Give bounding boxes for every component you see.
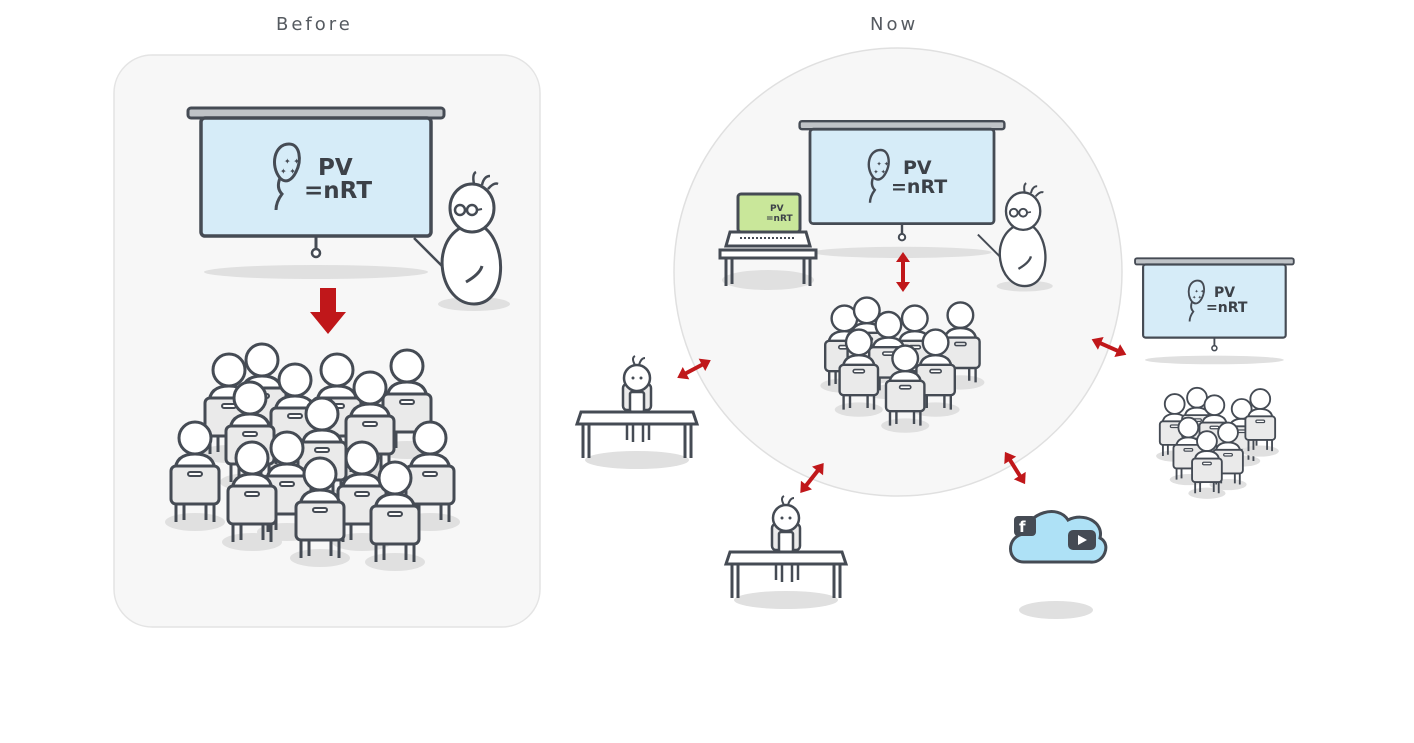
screen-text-before: PV =nRT xyxy=(304,155,372,204)
equation-line2: =nRT xyxy=(304,178,372,204)
facebook-icon: f xyxy=(1014,516,1036,536)
equation-line1: PV xyxy=(1214,285,1235,301)
equation-line1: PV xyxy=(318,155,353,181)
equation-line2: =nRT xyxy=(766,214,793,224)
youtube-icon xyxy=(1068,530,1096,550)
svg-text:f: f xyxy=(1019,518,1026,536)
equation-line2: =nRT xyxy=(891,176,947,198)
remote-learner-bottom xyxy=(724,494,848,611)
equation-line1: PV xyxy=(770,204,784,214)
down-arrow xyxy=(310,288,346,334)
equation-line2: =nRT xyxy=(1206,300,1248,316)
now-section: f xyxy=(575,47,1295,619)
laptop-desk xyxy=(718,192,818,290)
equation-line1: PV xyxy=(903,157,932,179)
heading-now: Now xyxy=(870,14,919,35)
remote-learner-left xyxy=(575,354,699,471)
vertical-arrow xyxy=(896,252,910,292)
before-panel xyxy=(113,54,541,628)
audience-remote-room xyxy=(1155,386,1280,500)
screen-text-laptop: PV =nRT xyxy=(766,204,793,224)
heading-before: Before xyxy=(276,14,353,35)
screen-text-now: PV =nRT xyxy=(891,157,947,198)
screen-text-remote: PV =nRT xyxy=(1206,285,1248,316)
cloud-social: f xyxy=(1009,510,1108,619)
